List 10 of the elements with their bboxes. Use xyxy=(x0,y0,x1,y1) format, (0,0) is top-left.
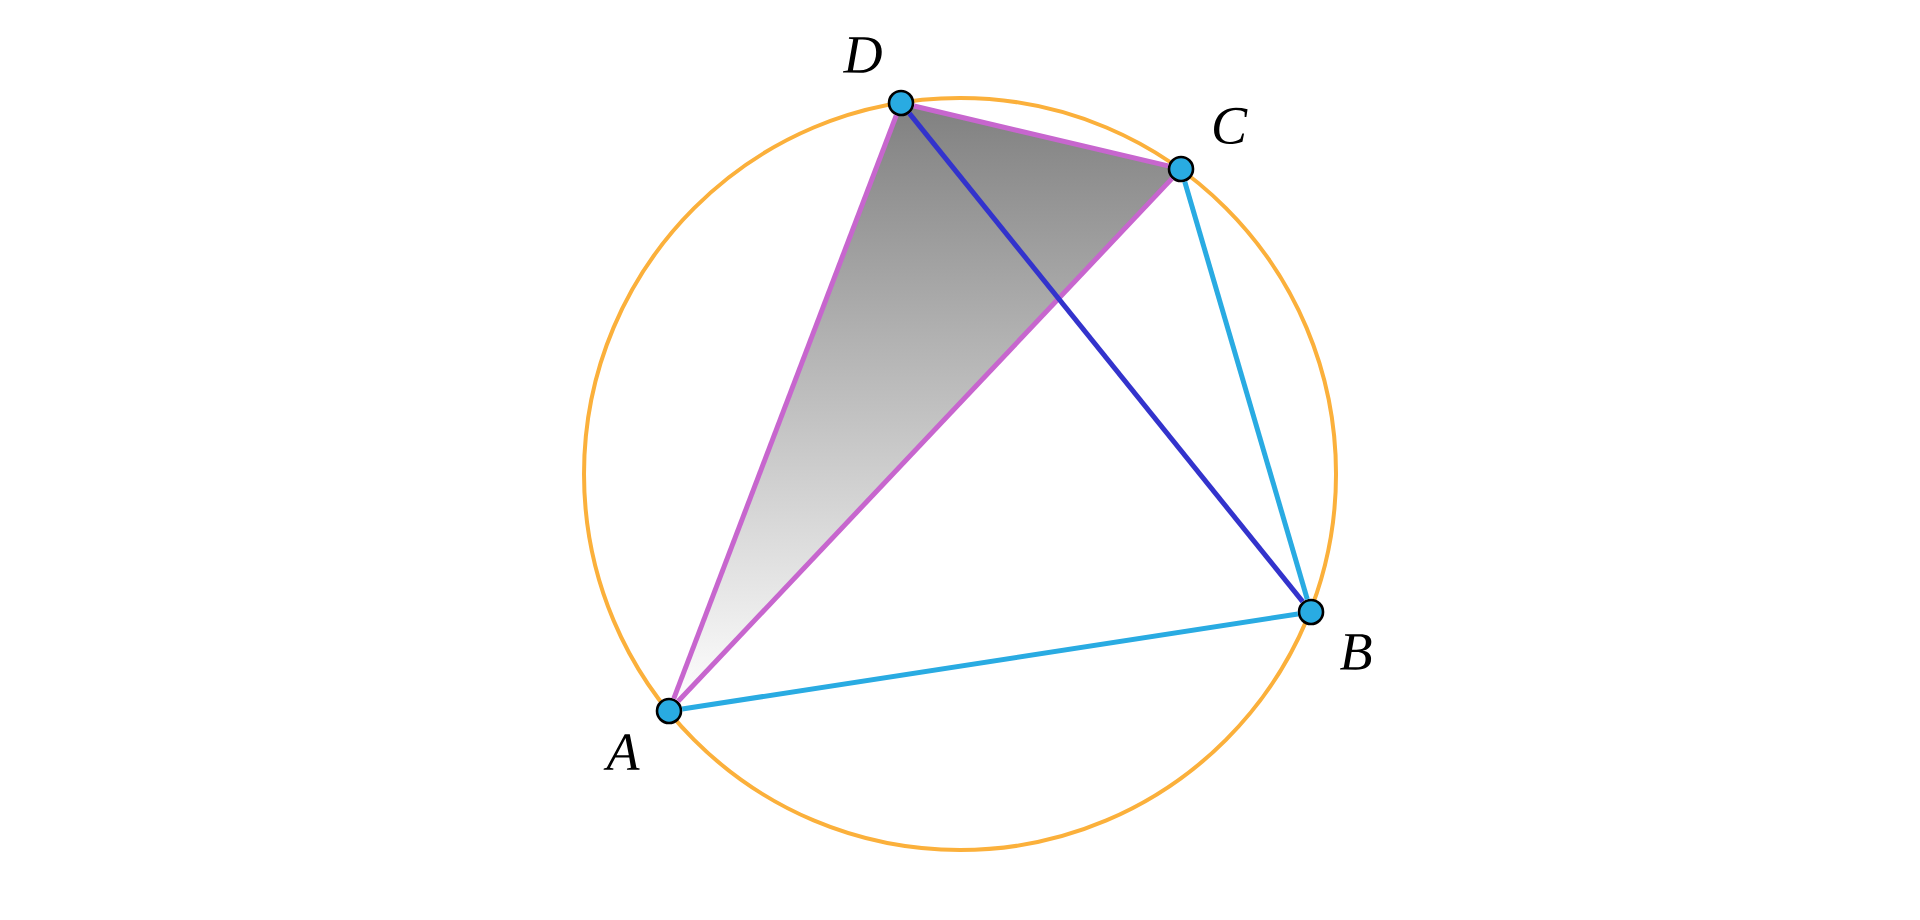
line-segment xyxy=(907,111,1305,604)
point-label: A xyxy=(603,734,640,770)
line-segment xyxy=(676,176,1174,704)
line-segment xyxy=(671,114,899,700)
line-segment xyxy=(913,103,1169,169)
point-label: C xyxy=(1214,107,1248,145)
point-label: B xyxy=(1340,634,1372,670)
line-segment xyxy=(681,611,1299,712)
line-segment xyxy=(1182,181,1310,600)
point-label: D xyxy=(842,37,882,73)
